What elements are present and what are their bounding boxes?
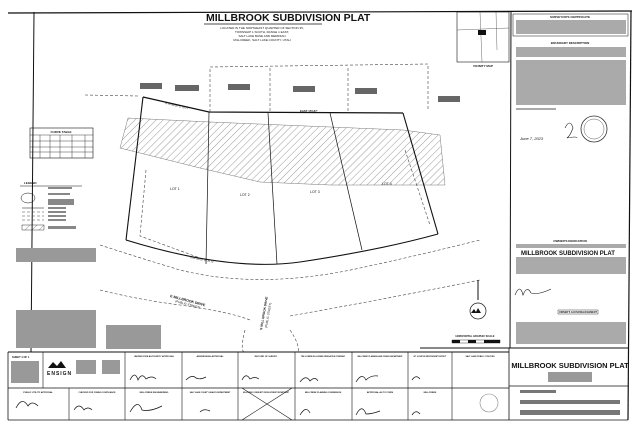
west-boundary-line (125, 96, 144, 241)
east-boundary-line (402, 112, 439, 235)
lot-label: LOT 4 (382, 182, 392, 186)
north-arrow (469, 280, 487, 320)
street-label: S MILL BROOK DRIVE (259, 296, 269, 330)
graphic-scale: HORIZONTAL GRAPHIC SCALE (451, 334, 501, 344)
owner-signature (514, 288, 552, 296)
subtitle-line: TOWNSHIP 1 SOUTH, RANGE 1 EAST, (235, 30, 289, 34)
bearing-label: S 80°59'00" W 70.71' (190, 255, 215, 264)
curve-table: CURVE TABLE (29, 127, 94, 159)
surveyor-certificate: SURVEYOR'S CERTIFICATE BOUNDARY DESCRIPT… (512, 13, 629, 143)
street-label: (PUBLIC STREET) (175, 299, 201, 309)
title-block: MILLBROOK SUBDIVISION PLAT (420, 347, 629, 420)
vicinity-map: VICINITY MAP (456, 11, 510, 68)
approval-block: SHEET 1 OF 1 ENSIGN UNIFIED FIRE AUTHORI… (7, 351, 628, 421)
approval-title: SALT LAKE COUNTY HEALTH DEPARTMENT (190, 391, 231, 394)
approval-title: SALT LAKE PUBLIC UTILITIES (465, 355, 495, 358)
approval-title: CHECKED FOR ZONING COMPLIANCE (79, 391, 117, 394)
surveyor-seal (580, 115, 608, 143)
approval-title: MT. OLYMPUS IMPROVEMENT DISTRICT (414, 356, 448, 358)
approval-title: MILLCREEK PLANNING AND ZONING DEPARTMENT (357, 355, 403, 358)
adjacent-property-line (209, 63, 429, 112)
dedication-plat-name: MILLBROOK SUBDIVISION PLAT (521, 251, 615, 257)
firm-name: ENSIGN (47, 371, 72, 377)
page-title-block: MILLBROOK SUBDIVISION PLAT LOCATED IN TH… (204, 12, 371, 42)
vicinity-map-title: VICINITY MAP (473, 64, 493, 68)
site-location-marker (478, 30, 486, 35)
lot-line (329, 112, 363, 251)
subtitle-line: SALT LAKE BASE AND MERIDIAN (238, 34, 285, 38)
approval-title: MILLCREEK ENGINEERING (140, 392, 169, 394)
approval-title: UNIFIED FIRE AUTHORITY APPROVAL (134, 355, 175, 358)
approval-title: THE LOWER MILLCREEK IRRIGATION COMPANY (301, 355, 346, 358)
sheet-number: SHEET 1 OF 1 (12, 355, 30, 359)
approval-title: MILLCREEK PLANNING COMMISSION (305, 391, 342, 394)
south-boundary-line (125, 233, 439, 265)
owners-dedication: OWNER'S DEDICATION MILLBROOK SUBDIVISION… (514, 239, 626, 344)
section-title: BOUNDARY DESCRIPTION (551, 41, 590, 45)
legend-title: LEGEND (24, 181, 37, 185)
ensign-logo-icon (48, 361, 66, 368)
frame-top (7, 10, 633, 14)
approval-signatures (15, 374, 421, 416)
approval-title: PUBLIC UTILITY APPROVAL (23, 391, 53, 394)
page-title: MILLBROOK SUBDIVISION PLAT (206, 12, 371, 24)
section-title: OWNER'S DEDICATION (553, 239, 587, 243)
section-title: SURVEYOR'S CERTIFICATE (550, 15, 590, 19)
street-label: (PUBLIC STREET) (264, 302, 272, 328)
lot-label: LOT 1 (170, 187, 180, 191)
subtitle-line: MILLCREEK, SALT LAKE COUNTY, UTAH (233, 38, 290, 42)
scale-title: HORIZONTAL GRAPHIC SCALE (456, 334, 495, 338)
title-block-name: MILLBROOK SUBDIVISION PLAT (511, 361, 629, 370)
bearing-label: N 79°59'00" E 70.71' (165, 101, 190, 110)
frame-left (30, 11, 35, 353)
legend: LEGEND (16, 181, 161, 349)
right-column-divider (509, 11, 512, 349)
curve-table-title: CURVE TABLE (50, 130, 71, 134)
section-title: OWNER'S ACKNOWLEDGEMENT (559, 311, 597, 314)
subtitle-line: LOCATED IN THE NORTHEAST QUARTER OF SECT… (220, 26, 304, 30)
recorder-stamp (479, 393, 499, 413)
approval-title: RECORD OF SURVEY (255, 356, 278, 358)
easement-hatched-area (119, 117, 446, 186)
frame-right (627, 10, 632, 421)
surveyor-signature (564, 122, 578, 139)
signature-date: June 7, 2023 (519, 136, 544, 141)
approval-title: APPROVAL AS TO FORM (367, 391, 393, 394)
bearing-label: EAST 170.67' (300, 109, 318, 113)
lot-line (205, 111, 210, 265)
lot-label: LOT 3 (310, 190, 320, 194)
street-centerline (99, 239, 481, 280)
plat-drawing: E MILLBROOK DRIVE (PUBLIC STREET) S MILL… (84, 63, 481, 353)
approval-title: MILLCREEK COMMUNITY DEVELOPMENT DEPARTME… (243, 391, 290, 394)
approval-title: ADDRESSING APPROVAL (196, 355, 224, 358)
approval-title: MILLCREEK (424, 392, 437, 394)
lot-line (267, 112, 278, 265)
lot-label: LOT 2 (240, 193, 250, 197)
